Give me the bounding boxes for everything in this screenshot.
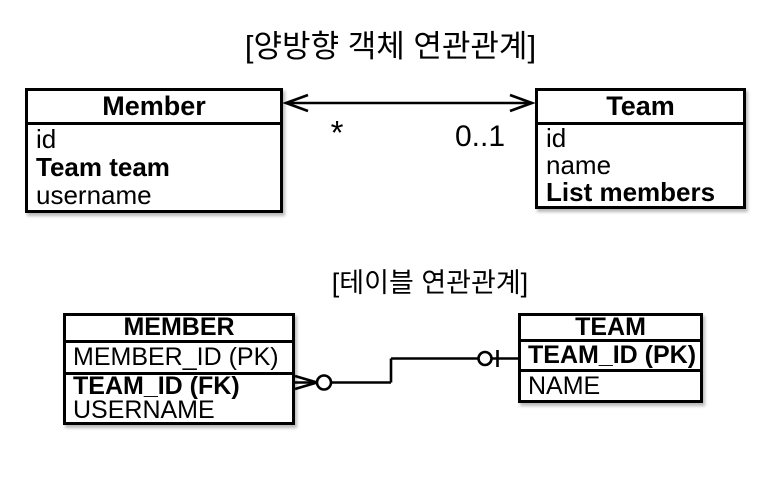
team-class-box: Team id name List members [535, 88, 746, 209]
member-class-name: Member [28, 91, 280, 125]
member-class-box: Member id Team team username [25, 88, 283, 213]
erd-relationship [294, 350, 518, 391]
crows-foot-many-icon [294, 374, 318, 384]
member-table-box: MEMBER MEMBER_ID (PK) TEAM_ID (FK) USERN… [63, 313, 295, 425]
member-table-name: MEMBER [66, 315, 292, 343]
team-field-members: List members [546, 177, 716, 207]
team-field-name: name [546, 150, 612, 180]
member-table-pk-row: MEMBER_ID (PK) [66, 343, 292, 375]
member-multiplicity-label: * [330, 114, 344, 151]
member-field-username: username [36, 180, 152, 210]
member-field-team: Team team [36, 152, 170, 182]
member-field-id: id [36, 124, 57, 154]
member-table-fk-row: TEAM_ID (FK) [73, 372, 240, 400]
table-association-title: [테이블 연관관계] [331, 268, 529, 298]
team-table-box: TEAM TEAM_ID (PK) NAME [518, 313, 703, 403]
bidirectional-arrow [282, 93, 536, 113]
zero-circle-icon [477, 350, 493, 367]
object-association-title: [양방향 객체 연관관계] [244, 29, 537, 64]
crows-foot-many-icon [294, 381, 318, 391]
arrowhead-left-icon [282, 93, 309, 113]
arrowhead-right-icon [509, 93, 536, 113]
zero-circle-icon [315, 374, 333, 391]
member-table-username-row: USERNAME [73, 395, 215, 424]
team-class-name: Team [538, 91, 743, 125]
team-table-name: TEAM [521, 315, 700, 342]
team-table-pk-row: TEAM_ID (PK) [521, 342, 700, 372]
team-table-name-row: NAME [528, 372, 601, 400]
team-field-id: id [546, 123, 567, 153]
team-multiplicity-label: 0..1 [454, 120, 506, 153]
